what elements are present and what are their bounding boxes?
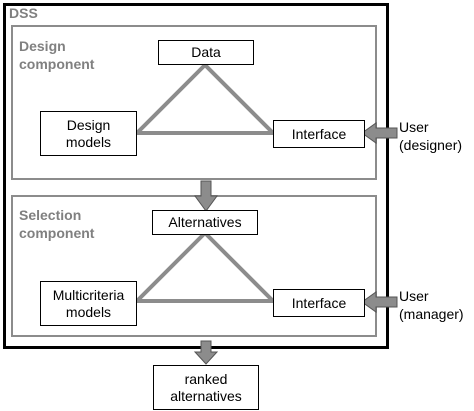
design-triangle — [132, 62, 278, 135]
multicriteria-models-box: Multicriteria models — [40, 281, 137, 326]
ranked-alternatives-box: ranked alternatives — [153, 365, 259, 410]
arrow-dss-to-output — [193, 340, 219, 365]
selection-component-title-line1: Selection — [19, 207, 82, 223]
arrow-manager-to-interface — [361, 291, 398, 313]
design-component-title-line2: component — [19, 56, 95, 72]
design-component-title-line1: Design — [19, 38, 66, 54]
design-models-box: Design models — [40, 111, 137, 156]
design-interface-label: Interface — [291, 125, 347, 142]
alternatives-box-label: Alternatives — [168, 214, 242, 230]
design-component-title: Design component — [19, 37, 94, 73]
ranked-alternatives-line2: alternatives — [170, 387, 242, 404]
multicriteria-models-line2: models — [65, 303, 112, 320]
selection-component-title-line2: component — [19, 225, 95, 241]
data-box: Data — [158, 40, 254, 65]
user-manager-label: User (manager) — [399, 287, 464, 323]
selection-interface-box: Interface — [273, 289, 365, 317]
selection-triangle — [132, 230, 278, 303]
ranked-alternatives-line1: ranked — [184, 370, 228, 387]
design-models-line1: Design — [66, 116, 111, 133]
design-models-line2: models — [65, 133, 112, 150]
dss-title: DSS — [9, 5, 38, 21]
arrow-design-to-selection — [194, 180, 218, 212]
data-box-label: Data — [191, 44, 221, 60]
multicriteria-models-line1: Multicriteria — [52, 286, 125, 303]
selection-interface-label: Interface — [291, 294, 347, 311]
alternatives-box: Alternatives — [152, 210, 258, 235]
design-interface-box: Interface — [273, 120, 365, 148]
user-designer-line2: (designer) — [399, 137, 463, 153]
user-manager-line2: (manager) — [399, 306, 464, 322]
arrow-designer-to-interface — [361, 122, 398, 144]
user-designer-label: User (designer) — [399, 118, 462, 154]
selection-component-title: Selection component — [19, 206, 94, 242]
user-designer-line1: User — [399, 119, 429, 135]
user-manager-line1: User — [399, 288, 429, 304]
